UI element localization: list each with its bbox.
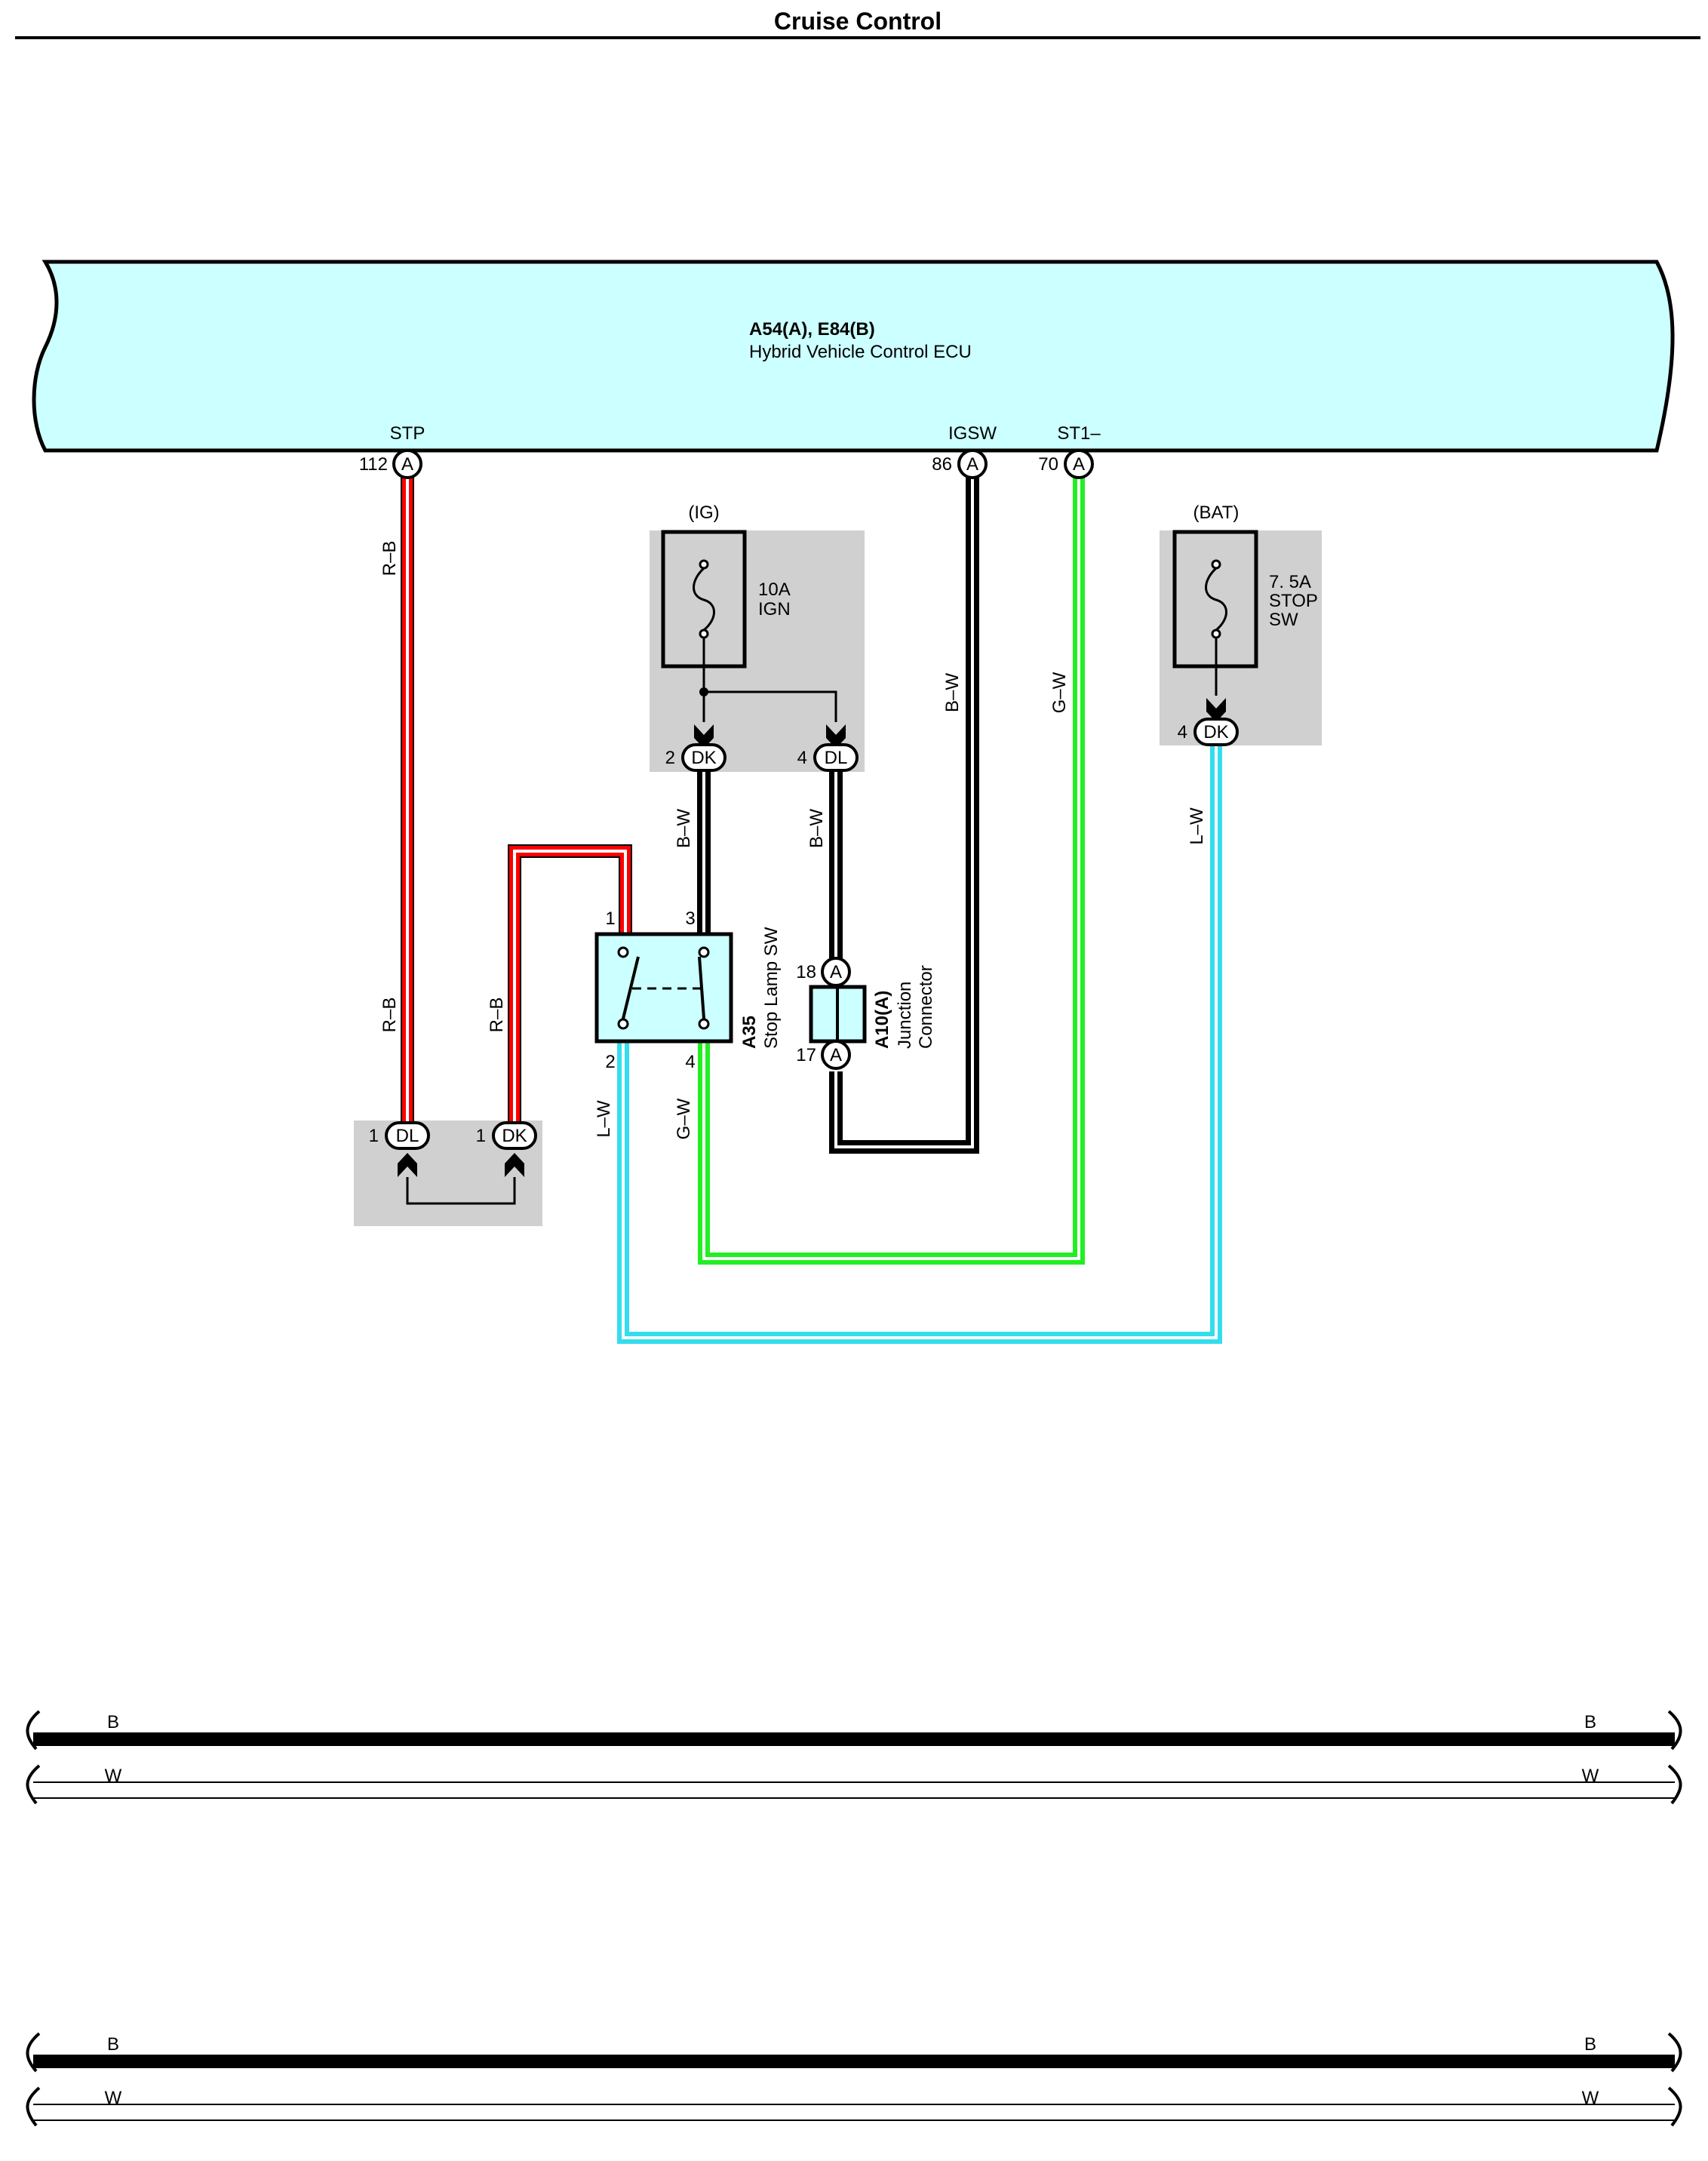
legend-w-left-2: W xyxy=(105,2088,122,2108)
switch-id-label: A35 xyxy=(739,1016,760,1049)
stop-sw-fuse xyxy=(1172,530,1258,696)
ecu-terminal-stp: A 112 xyxy=(359,449,422,479)
ig-bus-junction xyxy=(699,687,708,696)
svg-text:A: A xyxy=(966,454,978,475)
ig-source-label: (IG) xyxy=(688,503,719,523)
switch-pin-1: 1 xyxy=(605,908,615,929)
svg-text:86: 86 xyxy=(932,454,952,475)
svg-text:70: 70 xyxy=(1038,454,1058,475)
junction-pin-17: A 17 xyxy=(796,1040,851,1070)
wire-label-bw-3: B–W xyxy=(942,673,963,712)
wire-label-lw-1: L–W xyxy=(594,1100,614,1138)
wire-rb-switch xyxy=(508,844,632,1122)
ig-dk-chevron xyxy=(694,724,714,749)
switch-name-label: Stop Lamp SW xyxy=(761,927,782,1049)
junction-name1-label: Junction xyxy=(895,982,915,1049)
ecu-body xyxy=(32,260,1675,453)
page-title: Cruise Control xyxy=(774,8,942,35)
wire-bw-igsw xyxy=(829,475,979,1154)
junction-pin-18: A 18 xyxy=(796,957,851,987)
wire-label-rb-1: R–B xyxy=(379,541,400,576)
switch-pin-2: 2 xyxy=(605,1052,615,1072)
svg-text:4: 4 xyxy=(797,748,807,768)
stop-lamp-switch xyxy=(594,932,733,1044)
svg-text:DK: DK xyxy=(502,1126,527,1146)
jb-dl-chevron xyxy=(398,1153,417,1177)
wire-label-lw-2: L–W xyxy=(1187,807,1207,845)
svg-text:DK: DK xyxy=(691,748,716,768)
svg-text:A: A xyxy=(1073,454,1085,475)
svg-text:DL: DL xyxy=(396,1126,419,1146)
wire-label-bw-2: B–W xyxy=(806,809,827,848)
svg-text:2: 2 xyxy=(665,748,675,768)
legend-b-left-1: B xyxy=(107,1712,119,1732)
ig-dl-chevron xyxy=(826,724,846,749)
terminal-igsw-label: IGSW xyxy=(948,423,997,444)
wire-label-rb-2: R–B xyxy=(379,998,400,1033)
svg-text:A: A xyxy=(401,454,413,475)
terminal-stp-label: STP xyxy=(390,423,425,444)
switch-pin-3: 3 xyxy=(685,908,695,929)
svg-text:DL: DL xyxy=(825,748,848,768)
switch-pin-4: 4 xyxy=(685,1052,695,1072)
legend-w-right-1: W xyxy=(1582,1766,1599,1786)
svg-text:1: 1 xyxy=(369,1126,379,1146)
junction-connector xyxy=(809,985,867,1044)
legend-b-left-2: B xyxy=(107,2034,119,2055)
svg-text:DK: DK xyxy=(1203,722,1228,742)
jb-dk-chevron xyxy=(505,1153,524,1177)
wire-label-rb-3: R–B xyxy=(487,998,507,1033)
svg-text:A: A xyxy=(830,962,842,982)
wire-lw-bat xyxy=(617,745,1222,1344)
svg-text:A: A xyxy=(830,1045,842,1065)
wire-label-gw-2: G–W xyxy=(674,1098,694,1139)
junction-name2-label: Connector xyxy=(916,965,936,1049)
legend-w-left-1: W xyxy=(105,1766,122,1786)
svg-text:18: 18 xyxy=(796,962,816,982)
bat-fuse-box xyxy=(1160,530,1322,745)
bat-dk-chevron xyxy=(1206,698,1226,722)
wire-gw-st1 xyxy=(698,475,1085,1265)
stop-sw-fuse-name1: STOP xyxy=(1269,591,1318,611)
ecu-terminal-igsw: A 86 xyxy=(932,449,988,479)
legend-b-right-2: B xyxy=(1584,2034,1596,2055)
svg-text:1: 1 xyxy=(476,1126,486,1146)
legend-block-2: B B W W xyxy=(26,2032,1682,2127)
bat-source-label: (BAT) xyxy=(1193,503,1240,523)
svg-text:4: 4 xyxy=(1178,722,1187,742)
junction-id-label: A10(A) xyxy=(872,991,892,1049)
wire-label-bw-1: B–W xyxy=(674,809,694,848)
svg-text:17: 17 xyxy=(796,1045,816,1065)
ign-fuse-name: IGN xyxy=(758,599,791,619)
legend-w-right-2: W xyxy=(1582,2088,1599,2108)
jb-bus xyxy=(406,1177,516,1205)
ecu-terminal-st1: A 70 xyxy=(1038,449,1094,479)
ecu-connector-label: A54(A), E84(B) xyxy=(749,319,875,340)
terminal-st1-label: ST1– xyxy=(1057,423,1101,444)
connector-jb-dk: DK 1 xyxy=(476,1121,537,1150)
connector-bat-dk: DK 4 xyxy=(1178,718,1239,746)
stop-sw-fuse-name2: SW xyxy=(1269,610,1298,630)
ign-fuse-rating: 10A xyxy=(758,579,791,600)
svg-text:112: 112 xyxy=(359,454,388,475)
legend-b-right-1: B xyxy=(1584,1712,1596,1732)
connector-ig-dk: DK 2 xyxy=(665,743,727,772)
connector-jb-dl: DL 1 xyxy=(369,1121,430,1150)
ecu-name-label: Hybrid Vehicle Control ECU xyxy=(749,342,972,362)
wire-label-gw-1: G–W xyxy=(1049,672,1070,713)
stop-sw-fuse-rating: 7. 5A xyxy=(1269,572,1311,592)
legend-block-1: B B W W xyxy=(26,1710,1682,1805)
connector-ig-dl: DL 4 xyxy=(797,743,859,772)
